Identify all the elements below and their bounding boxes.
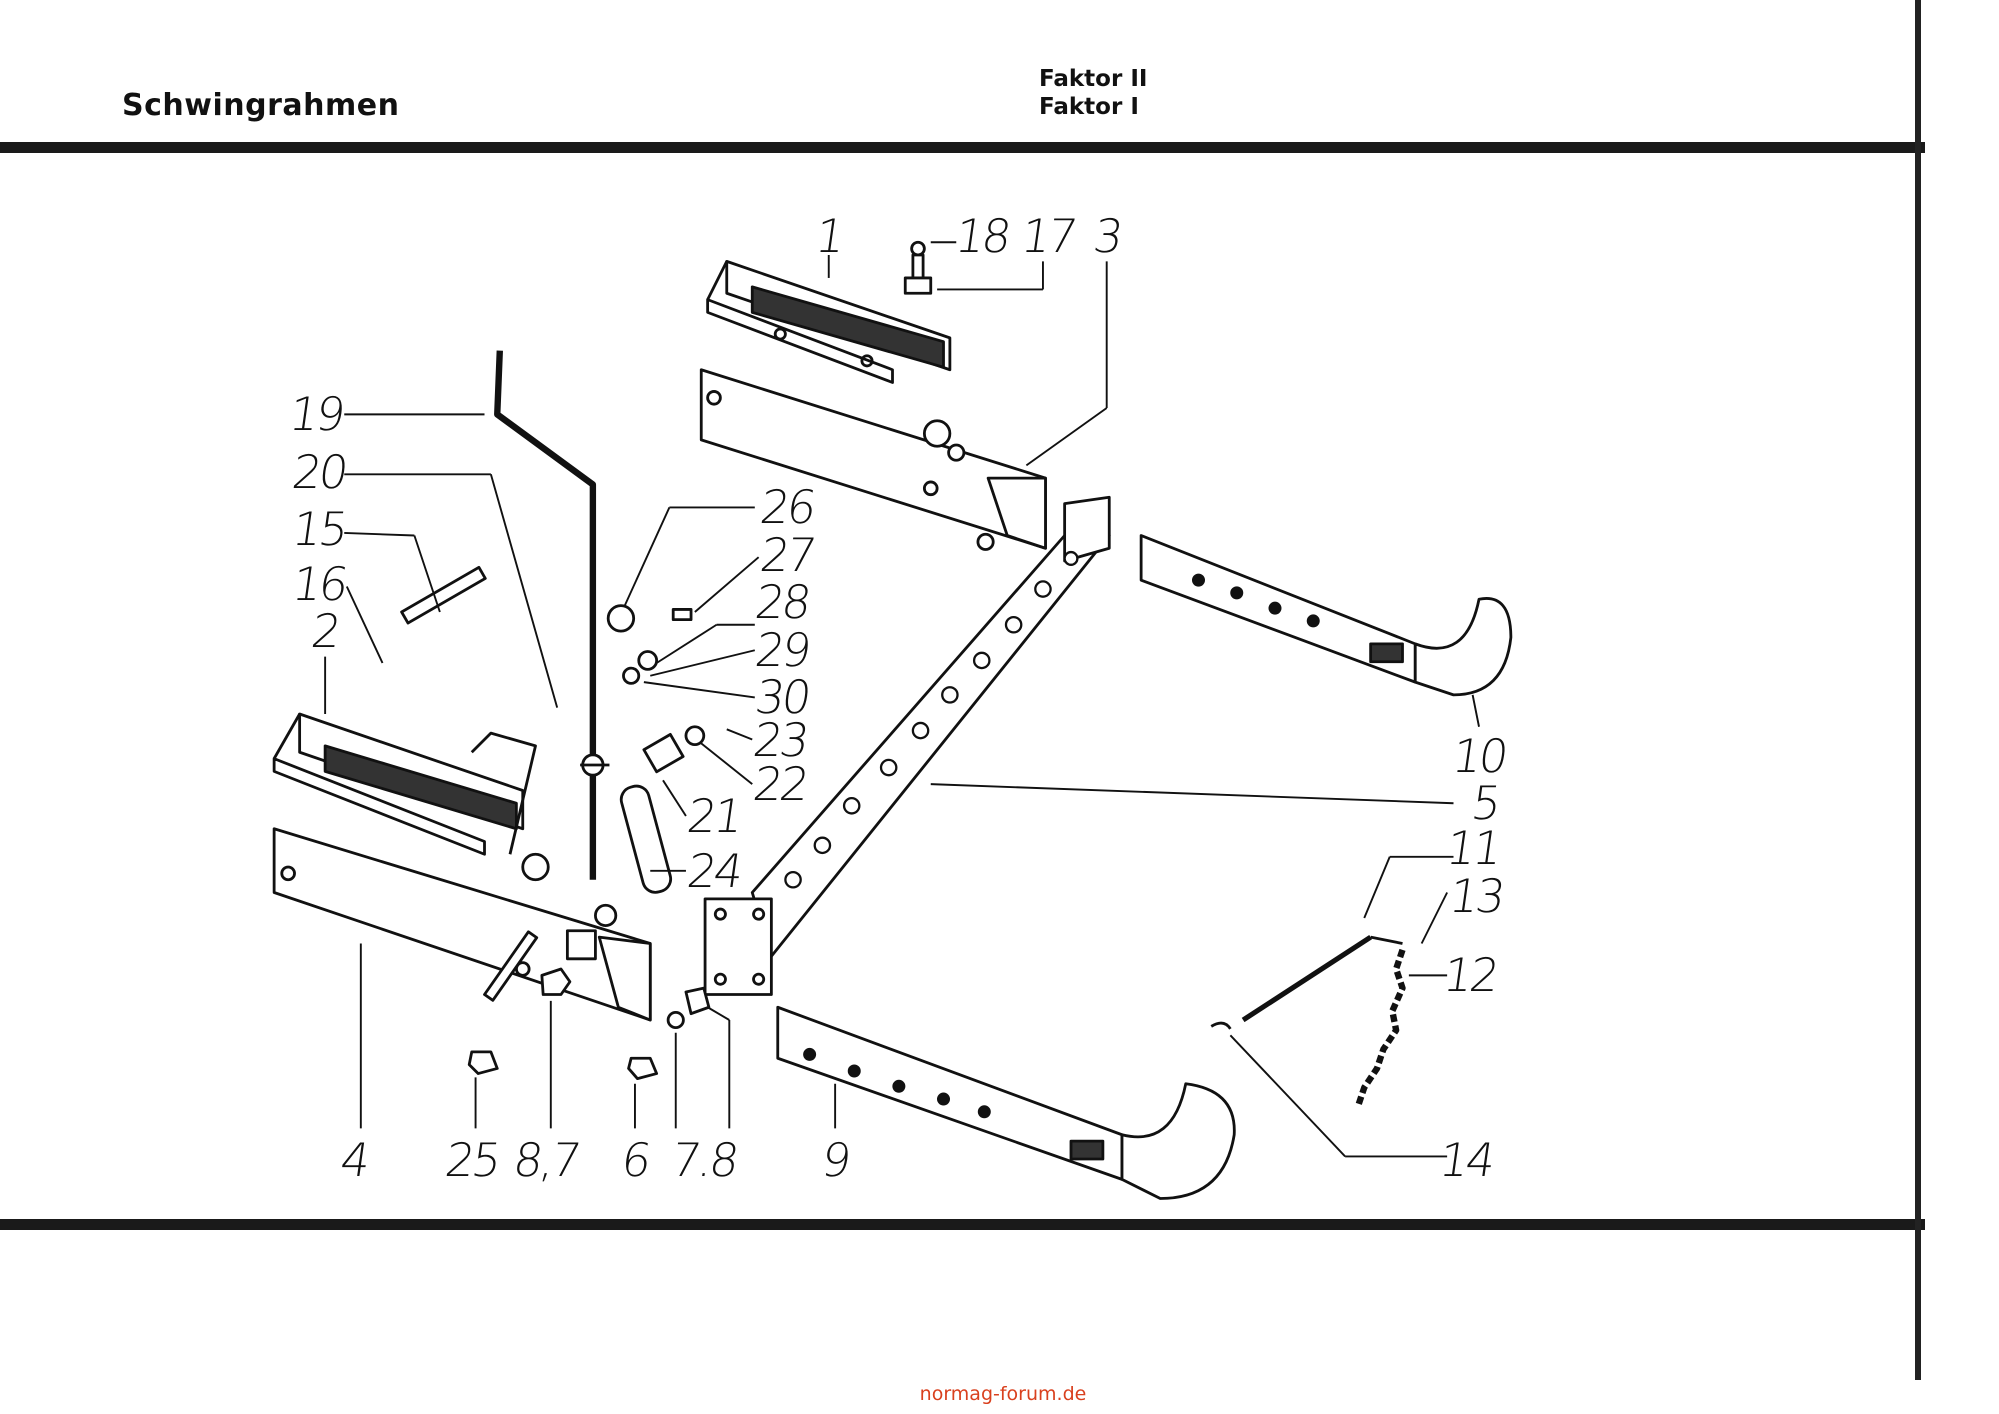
part-label-17: 17: [1017, 209, 1079, 263]
part-label-19: 19: [285, 387, 347, 441]
part-label-14: 14: [1435, 1133, 1497, 1187]
part-label-25: 25: [441, 1133, 503, 1187]
part-label-12: 12: [1439, 948, 1501, 1002]
part-label-13: 13: [1445, 869, 1507, 923]
part-label-29: 29: [751, 623, 813, 677]
part-label-24: 24: [683, 844, 745, 898]
arm-part-3: [699, 368, 1047, 551]
rod-part-19: [494, 350, 597, 880]
part-label-15: 15: [288, 502, 350, 556]
top-rule: [0, 142, 1925, 153]
bracket-part-2: [272, 712, 537, 856]
bottom-rule: [0, 1219, 1925, 1230]
drawbar-part-10: [1139, 534, 1513, 697]
part-label-10: 10: [1448, 729, 1510, 783]
part-label-27: 27: [756, 528, 818, 582]
part-label-16: 16: [288, 557, 350, 611]
part-label-21: 21: [683, 789, 745, 843]
leader-lines: [324, 241, 1480, 1158]
crossbar-part-5: [703, 495, 1111, 996]
small-hardware: [400, 240, 1406, 1108]
part-label-8-7: 8,7: [510, 1133, 582, 1187]
bracket-part-1: [706, 259, 952, 384]
watermark-text: normag-forum.de: [919, 1383, 1087, 1405]
part-label-20: 20: [288, 445, 350, 499]
page-title: Schwingrahmen: [122, 88, 400, 123]
model-label-faktor-1: Faktor I: [1039, 94, 1139, 120]
part-label-7-8: 7.8: [668, 1133, 740, 1187]
part-label-28: 28: [751, 575, 813, 629]
page-edge: [1915, 0, 1921, 1380]
part-label-18: 18: [951, 209, 1013, 263]
part-label-26: 26: [756, 480, 818, 534]
drawbar-part-9: [776, 1005, 1236, 1200]
part-label-11: 11: [1442, 821, 1504, 875]
part-label-22: 22: [749, 757, 811, 811]
model-label-faktor-2: Faktor II: [1039, 66, 1148, 92]
